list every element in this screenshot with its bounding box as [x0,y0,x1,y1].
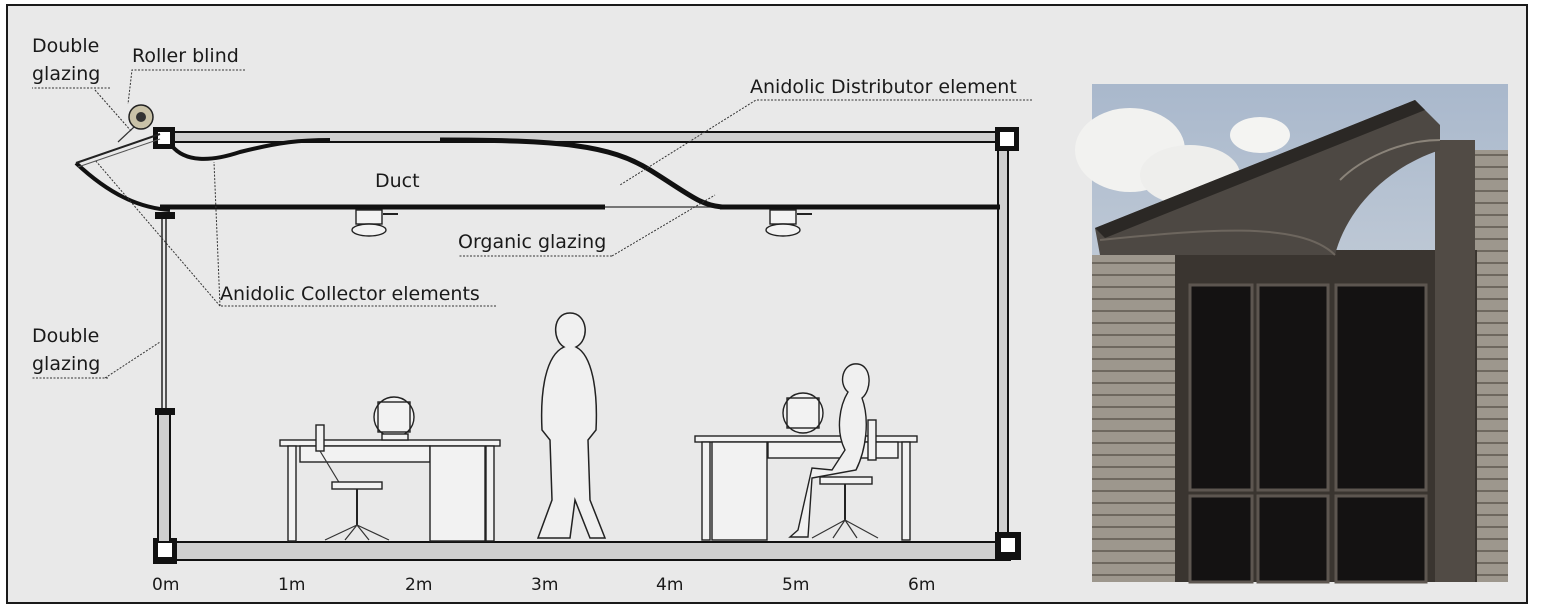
seated-woman [788,363,870,538]
floor-slab [159,541,1011,561]
label-organic-glazing: Organic glazing [458,231,606,253]
label-roller-blind: Roller blind [132,45,239,67]
tick-1m: 1m [278,575,305,595]
label-anidolic-distributor: Anidolic Distributor element [750,76,1017,98]
tick-3m: 3m [531,575,558,595]
label-anidolic-collector: Anidolic Collector elements [220,283,480,305]
tick-5m: 5m [782,575,809,595]
label-double-glazing-top-line2: glazing [32,63,100,85]
label-duct: Duct [375,170,420,192]
building-photo [1075,84,1508,584]
anidolic-collector-lower [74,161,171,212]
entry-double-glazing [75,133,161,164]
anidolic-collector-upper [170,138,331,161]
leader-lines [32,69,1032,379]
standing-person [536,312,607,539]
anidolic-distributor-curve [439,137,723,210]
ceiling-lamp-left [351,209,398,237]
desk-left [279,396,501,542]
section-diagram: Double glazing Roller blind Anidolic Dis… [32,35,1032,595]
tick-6m: 6m [908,575,935,595]
scale-axis: 0m 1m 2m 3m 4m 5m 6m [152,575,935,595]
roller-blind [117,104,154,143]
label-double-glazing-side-line1: Double [32,325,99,347]
desk-right [694,363,918,541]
tick-2m: 2m [405,575,432,595]
tick-0m: 0m [152,575,179,595]
label-double-glazing-side-line2: glazing [32,353,100,375]
lower-left-wall [157,409,171,543]
tick-4m: 4m [656,575,683,595]
ceiling-lamp-right [765,209,812,237]
right-wall [997,139,1009,546]
corner-blocks [153,127,1021,564]
label-double-glazing-top-line1: Double [32,35,99,57]
